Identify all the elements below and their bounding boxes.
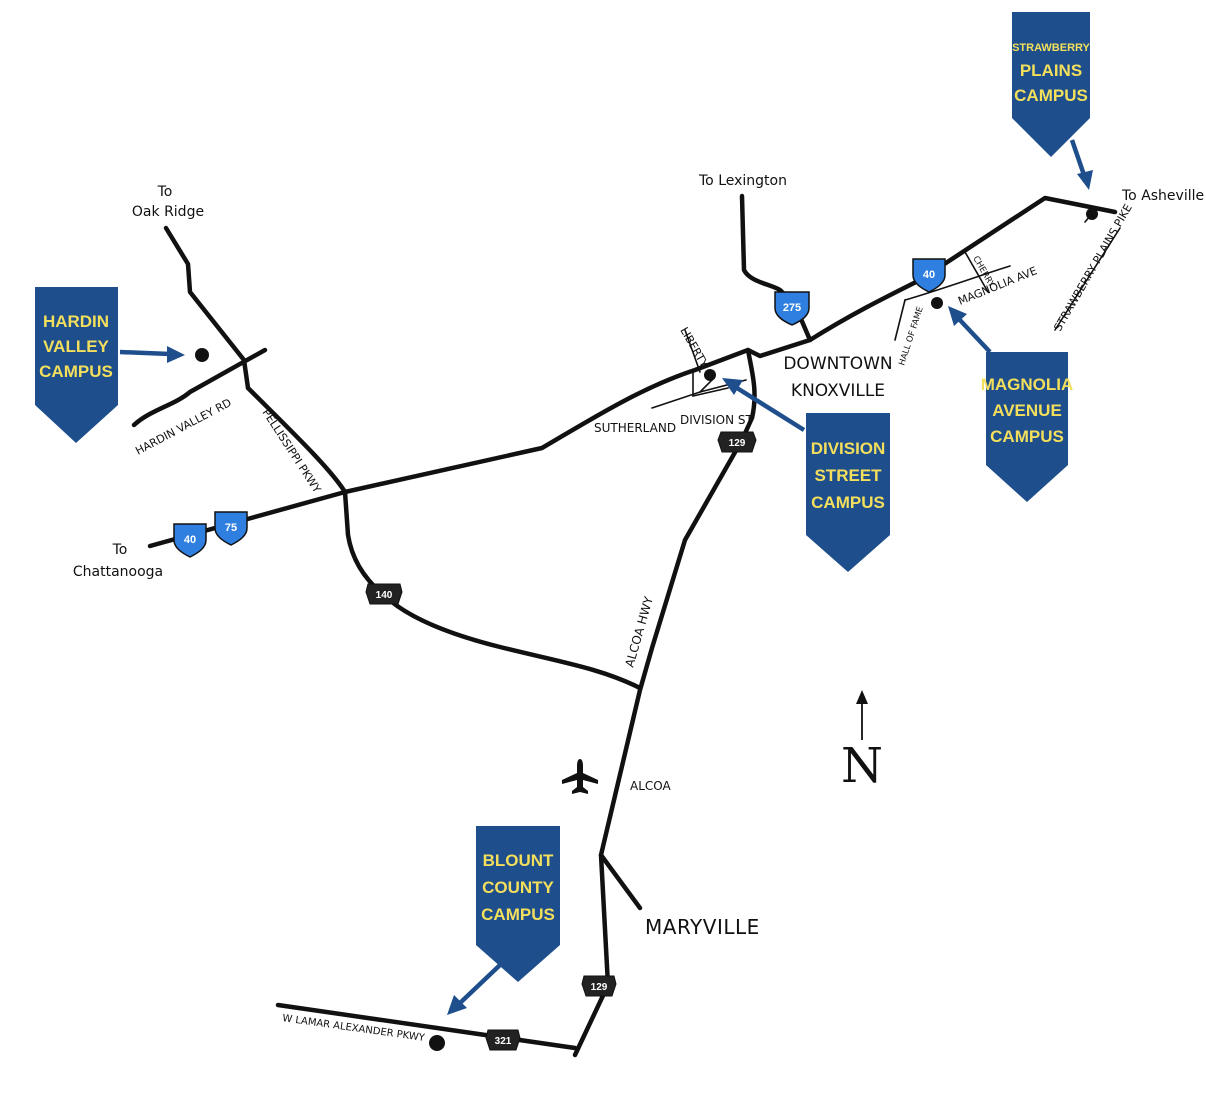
magnolia-avenue-flag <box>986 352 1068 502</box>
label-liberty: LIBERTY <box>677 325 710 370</box>
hardin-valley-arrowhead <box>167 346 185 363</box>
street-strawberry-plains <box>1054 227 1121 331</box>
campus-magnolia-avenue[interactable]: MAGNOLIA AVENUE CAMPUS <box>948 306 1073 502</box>
campus-hardin-valley[interactable]: HARDIN VALLEY CAMPUS <box>35 287 185 443</box>
road-network <box>131 193 1118 1058</box>
shield-us129-south-text: 129 <box>591 982 608 993</box>
shield-i40-east-text: 40 <box>923 269 935 281</box>
strawberry-plains-arrowhead <box>1077 170 1093 190</box>
division-street-line2: STREET <box>814 466 882 485</box>
strawberry-plains-line1: STRAWBERRY <box>1012 42 1090 54</box>
shield-i75: 75 <box>214 511 248 546</box>
road-i275 <box>739 193 813 343</box>
blount-county-dot[interactable] <box>429 1035 445 1051</box>
label-strawberry-plains-pike: STRAWBERRY PLAINS PIKE <box>1051 202 1135 334</box>
shield-sr140: 140 <box>365 583 403 605</box>
magnolia-avenue-line3: CAMPUS <box>990 427 1064 446</box>
shield-us321-text: 321 <box>495 1036 512 1047</box>
strawberry-plains-dot[interactable] <box>1086 208 1098 220</box>
label-downtown-line2: KNOXVILLE <box>791 381 885 401</box>
strawberry-plains-line2: PLAINS <box>1020 61 1082 80</box>
strawberry-plains-line3: CAMPUS <box>1014 86 1088 105</box>
shield-i275: 275 <box>774 291 810 326</box>
shield-i40-west-text: 40 <box>184 534 196 546</box>
shield-i40-west: 40 <box>173 523 207 558</box>
division-street-arrow <box>735 386 806 432</box>
blount-county-arrow <box>458 963 502 1005</box>
campus-blount-county[interactable]: BLOUNT COUNTY CAMPUS <box>447 826 560 1015</box>
road-i40-main <box>147 195 1118 549</box>
shield-i40-east: 40 <box>912 258 946 293</box>
label-oak-ridge-line1: To <box>157 184 173 200</box>
street-division <box>692 369 729 398</box>
hardin-valley-dot[interactable] <box>195 348 209 362</box>
north-arrow-icon: N <box>841 690 883 794</box>
street-magnolia <box>904 265 1011 301</box>
shield-i275-text: 275 <box>783 302 801 314</box>
label-chattanooga-line1: To <box>112 542 128 558</box>
hardin-valley-line3: CAMPUS <box>39 362 113 381</box>
division-street-line3: CAMPUS <box>811 493 885 512</box>
label-oak-ridge-line2: Oak Ridge <box>132 204 204 220</box>
road-oak-ridge <box>163 225 643 691</box>
shield-i75-text: 75 <box>225 522 237 534</box>
blount-county-arrowhead <box>447 995 467 1015</box>
magnolia-avenue-arrow <box>956 316 992 354</box>
blount-county-flag <box>476 826 560 982</box>
hardin-valley-flag <box>35 287 118 443</box>
shield-sr140-text: 140 <box>376 590 393 601</box>
label-sutherland: SUTHERLAND <box>594 421 676 435</box>
north-label: N <box>841 738 883 794</box>
street-cherry <box>964 251 989 293</box>
magnolia-avenue-arrowhead <box>948 306 967 326</box>
label-downtown-line1: DOWNTOWN <box>783 354 892 374</box>
blount-county-line3: CAMPUS <box>481 905 555 924</box>
label-alcoa: ALCOA <box>630 779 672 793</box>
shield-us321: 321 <box>485 1029 521 1051</box>
strawberry-plains-arrow <box>1069 139 1087 176</box>
shield-us129-north-text: 129 <box>729 438 746 449</box>
label-asheville: To Asheville <box>1121 188 1204 204</box>
road-hardin-valley <box>131 347 268 428</box>
hardin-valley-line2: VALLEY <box>43 337 109 356</box>
blount-county-line1: BLOUNT <box>483 851 554 870</box>
label-pellissippi: PELLISSIPPI PKWY <box>259 407 323 496</box>
road-alcoa-hwy <box>572 347 757 1058</box>
campus-strawberry-plains[interactable]: STRAWBERRY PLAINS CAMPUS <box>1012 12 1093 190</box>
division-street-line1: DIVISION <box>811 439 886 458</box>
blount-county-line2: COUNTY <box>482 878 554 897</box>
road-maryville <box>598 852 643 911</box>
magnolia-avenue-line1: MAGNOLIA <box>981 375 1074 394</box>
campus-division-street[interactable]: DIVISION STREET CAMPUS <box>722 378 890 572</box>
strawberry-plains-flag <box>1012 12 1090 157</box>
shield-us129-south: 129 <box>581 975 617 997</box>
airplane-icon <box>562 759 598 794</box>
label-chattanooga-line2: Chattanooga <box>73 564 163 580</box>
division-street-flag <box>806 413 890 572</box>
street-hall-of-fame <box>894 299 906 341</box>
division-street-dot[interactable] <box>704 369 716 381</box>
street-liberty <box>684 329 701 373</box>
road-w-lamar <box>275 1002 578 1051</box>
hardin-valley-line1: HARDIN <box>43 312 109 331</box>
division-street-arrowhead <box>722 378 743 395</box>
label-division-st: DIVISION ST <box>680 413 754 427</box>
magnolia-avenue-dot[interactable] <box>931 297 943 309</box>
label-maryville: MARYVILLE <box>645 915 760 939</box>
magnolia-avenue-line2: AVENUE <box>992 401 1062 420</box>
label-lexington: To Lexington <box>698 173 787 189</box>
hardin-valley-arrow <box>119 349 171 357</box>
shield-us129-north: 129 <box>717 431 757 453</box>
label-hardin-valley-rd: HARDIN VALLEY RD <box>133 396 233 458</box>
